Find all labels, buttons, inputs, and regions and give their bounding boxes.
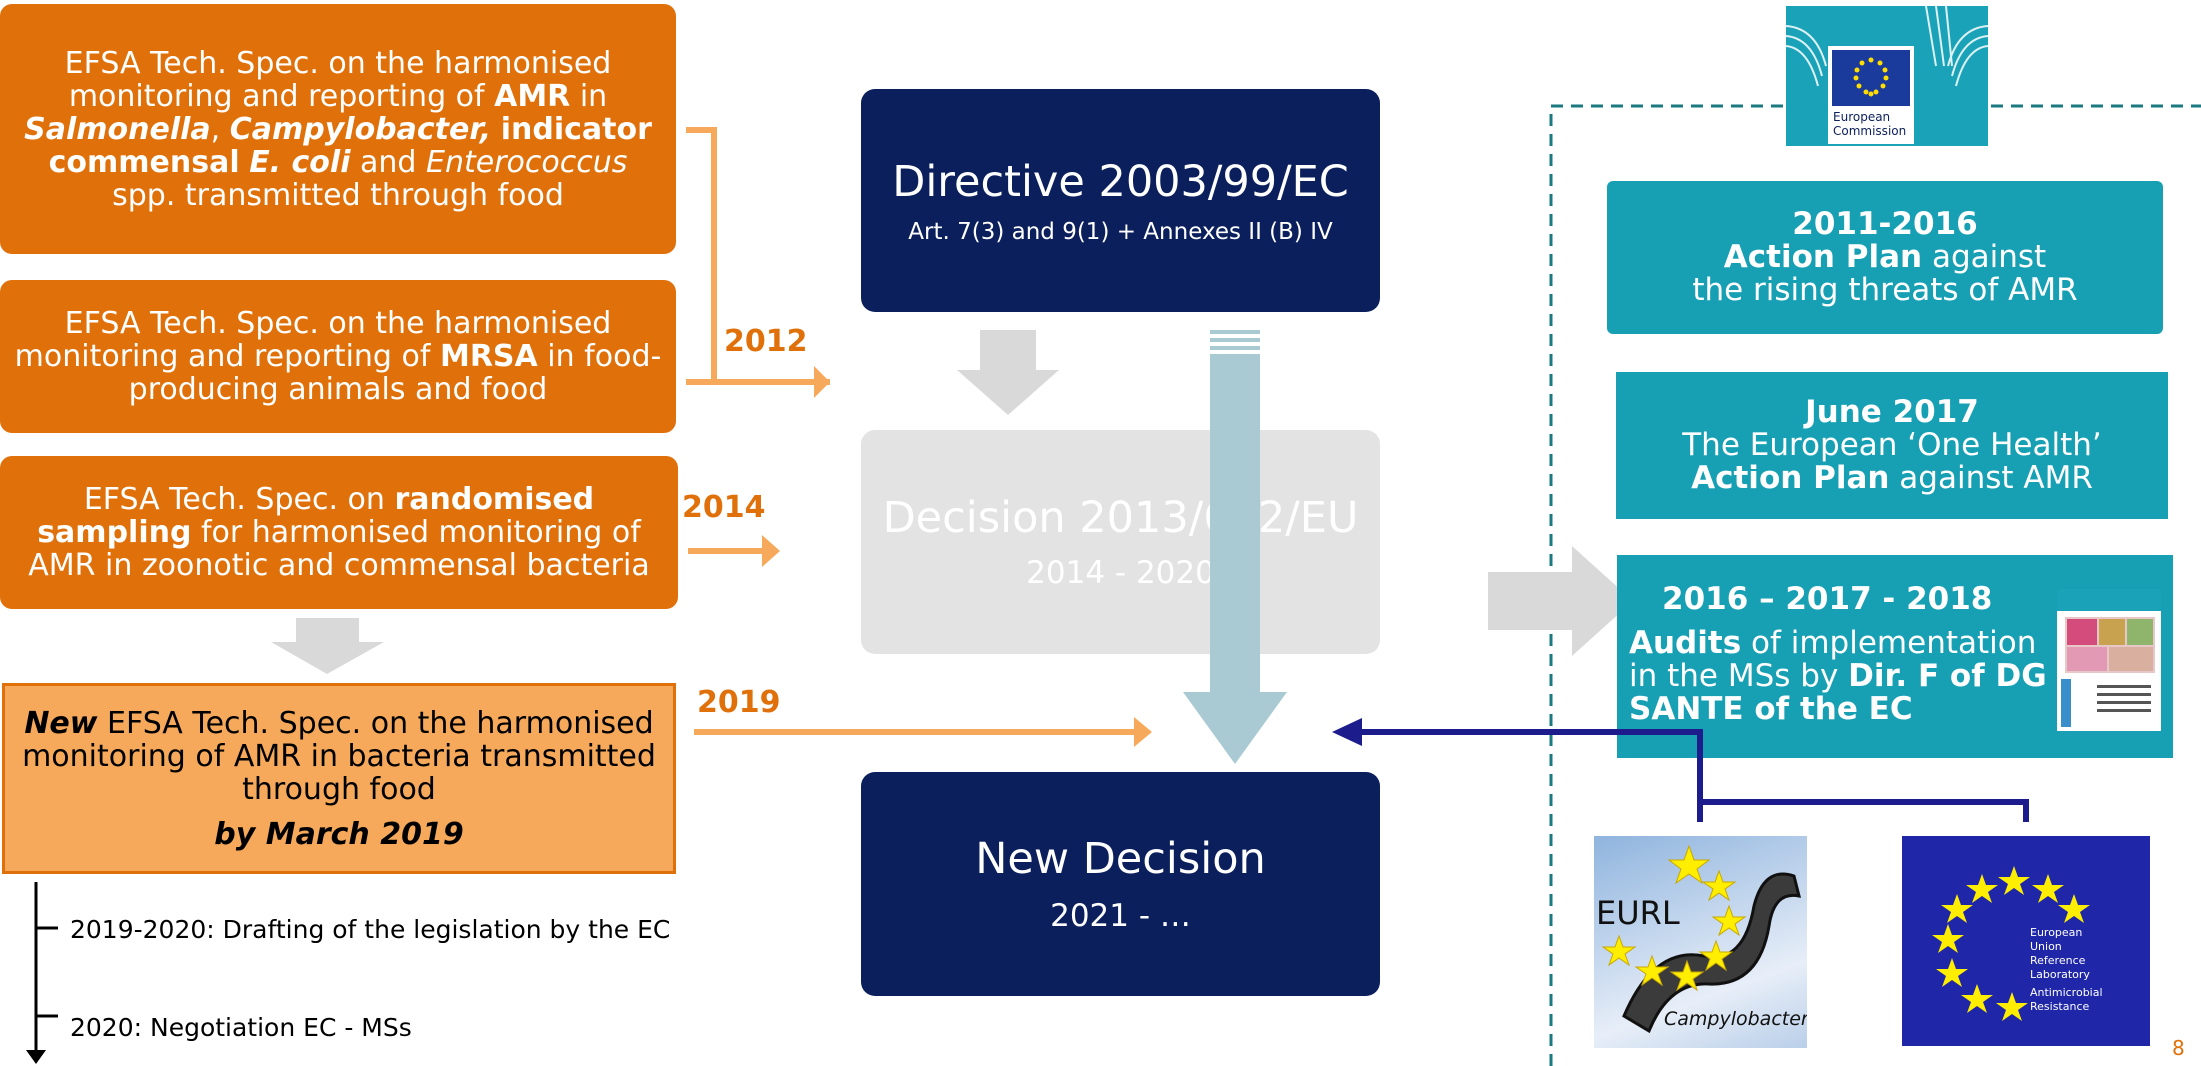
efsa-spec-mrsa-box: EFSA Tech. Spec. on the harmonised monit… — [0, 280, 676, 433]
orange-connector-arrows — [686, 127, 1152, 747]
new-decision-box: New Decision 2021 - … — [861, 772, 1380, 996]
down-arrow-icon — [957, 330, 1059, 415]
right-arrow-icon — [1488, 546, 1633, 656]
page-number: 8 — [2172, 1036, 2185, 1060]
year-label-2014: 2014 — [682, 490, 766, 525]
action-plan-2011-box: 2011-2016 Action Plan against the rising… — [1607, 181, 2163, 334]
timeline-arrow — [26, 882, 58, 1064]
dashed-frame — [1549, 104, 2201, 1066]
audits-text: Audits of implementation in the MSs by D… — [1629, 625, 2047, 727]
ec-logo-text: European Commission — [1833, 110, 1907, 138]
eurl-campylobacter-logo: EURL Campylobacter — [1594, 836, 1807, 1048]
navy-connector-arrow — [1332, 718, 2029, 822]
one-health-action-plan-box: June 2017 The European ‘One Health’ Acti… — [1616, 372, 2168, 519]
audits-year: 2016 – 2017 - 2018 — [1662, 581, 1993, 617]
campylobacter-label: Campylobacter — [1664, 1008, 1807, 1030]
report-cover-icon — [2057, 589, 2161, 731]
eurl-label: EURL — [1596, 894, 1680, 932]
extension-arrow-icon — [1183, 330, 1287, 764]
eurl-amr-text: European Union Reference Laboratory Anti… — [2030, 926, 2103, 1013]
eurl-amr-logo: European Union Reference Laboratory Anti… — [1902, 836, 2150, 1046]
european-commission-logo: European Commission — [1786, 6, 1988, 146]
timeline-item-drafting: 2019-2020: Drafting of the legislation b… — [70, 915, 671, 944]
down-arrow-icon — [271, 618, 384, 674]
year-label-2019: 2019 — [697, 685, 781, 720]
logo-stripes-icon — [1786, 6, 1988, 144]
timeline-item-negotiation: 2020: Negotiation EC - MSs — [70, 1013, 412, 1042]
eu-stars-icon — [1932, 866, 2090, 1021]
efsa-spec-sampling-box: EFSA Tech. Spec. on randomised sampling … — [0, 456, 678, 609]
campylobacter-icon — [1601, 844, 1802, 1034]
directive-box: Directive 2003/99/EC Art. 7(3) and 9(1) … — [861, 89, 1380, 312]
year-label-2012: 2012 — [724, 324, 808, 359]
deadline-text: by March 2019 — [214, 816, 464, 852]
efsa-spec-amr-box: EFSA Tech. Spec. on the harmonised monit… — [0, 4, 676, 254]
decision-2013-box: Decision 2013/652/EU 2014 - 2020 — [861, 430, 1380, 654]
audits-box: 2016 – 2017 - 2018 Audits of implementat… — [1617, 555, 2173, 758]
new-efsa-spec-box: New EFSA Tech. Spec. on the harmonised m… — [2, 683, 676, 874]
